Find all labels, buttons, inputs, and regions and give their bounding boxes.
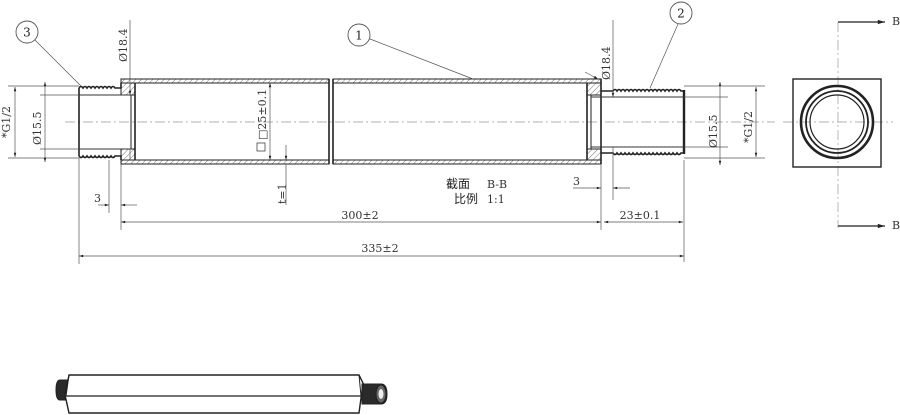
section-marker-top: B: [838, 15, 900, 28]
dim-body-length: 300±2: [121, 209, 601, 224]
svg-text:1:1: 1:1: [487, 193, 505, 206]
end-view: [783, 22, 893, 228]
dim-left-outer-dia: Ø18.4: [117, 20, 132, 160]
svg-text:Ø18.4: Ø18.4: [117, 28, 130, 62]
svg-text:1: 1: [355, 29, 363, 43]
svg-text:3: 3: [94, 192, 101, 205]
dim-left-inner-dia: Ø15.5: [31, 82, 79, 162]
svg-text:截面: 截面: [446, 177, 470, 191]
dim-fitting-length: 23±0.1: [604, 160, 685, 262]
svg-text:B: B: [892, 15, 900, 28]
balloon-2: 2: [649, 1, 693, 89]
tube-body-right: [332, 78, 602, 165]
svg-text:Ø18.4: Ø18.4: [600, 46, 613, 80]
right-fitting: [586, 79, 686, 164]
section-note: 截面 B-B 比例 1:1: [446, 177, 507, 206]
svg-text:23±0.1: 23±0.1: [620, 209, 661, 222]
dim-left-thread: *G1/2: [0, 85, 79, 159]
svg-text:B: B: [892, 219, 900, 232]
section-marker-bottom: B: [838, 219, 900, 232]
balloon-1: 1: [347, 23, 474, 80]
svg-text:335±2: 335±2: [361, 242, 398, 255]
dim-right-inner-dia: Ø15.5: [684, 82, 728, 165]
dim-overall-length: 335±2: [78, 158, 684, 264]
balloon-3: 3: [15, 20, 82, 87]
svg-text:3: 3: [23, 26, 31, 40]
svg-text:3: 3: [573, 175, 580, 188]
svg-text:Ø15.5: Ø15.5: [707, 114, 720, 148]
dim-right-outer-dia: Ø18.4: [584, 20, 615, 200]
svg-text:B-B: B-B: [487, 178, 507, 191]
dim-square-size: □25±0.1: [256, 83, 272, 160]
svg-text:*G1/2: *G1/2: [0, 106, 13, 138]
svg-text:*G1/2: *G1/2: [742, 111, 755, 143]
svg-text:t=1: t=1: [276, 183, 289, 204]
svg-text:Ø15.5: Ø15.5: [31, 111, 44, 145]
left-fitting: [78, 82, 136, 161]
svg-text:2: 2: [677, 7, 685, 21]
svg-text:300±2: 300±2: [341, 209, 378, 222]
svg-text:比例: 比例: [454, 192, 478, 206]
svg-text:□25±0.1: □25±0.1: [256, 89, 269, 140]
dim-right-step: 3: [573, 164, 630, 230]
dim-wall-thickness: t=1: [276, 145, 289, 205]
isometric-view: [55, 374, 388, 414]
dim-right-thread: *G1/2: [684, 85, 765, 159]
dim-left-step: 3: [94, 160, 137, 230]
tube-body-left: [120, 78, 330, 165]
